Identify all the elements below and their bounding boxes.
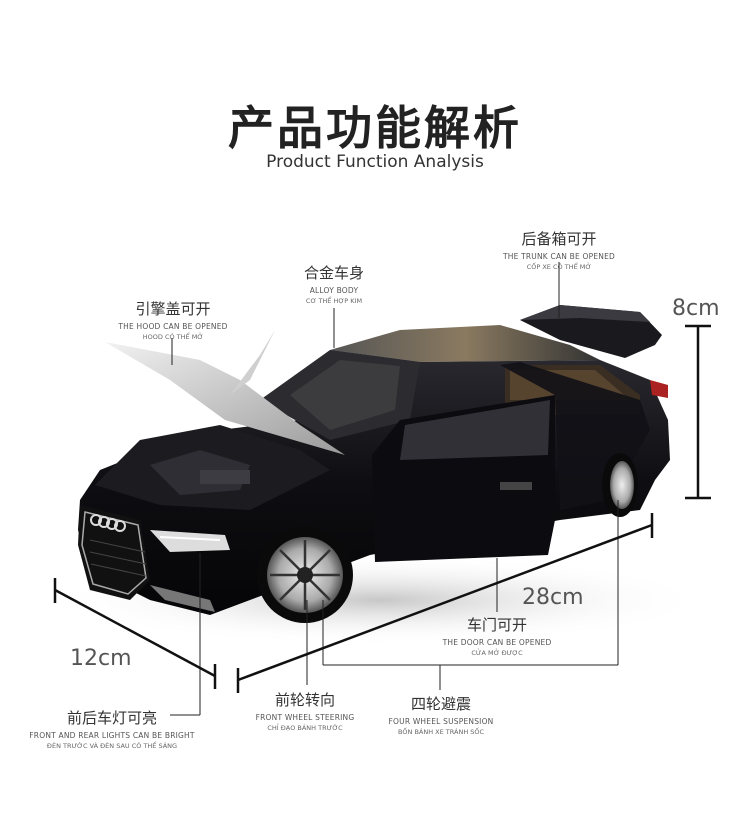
label-suspension-zh: 四轮避震 [410, 695, 471, 713]
label-hood-zh: 引擎盖可开 [135, 300, 211, 318]
label-suspension-vi: BỐN BÁNH XE TRÁNH SỐC [397, 728, 485, 736]
dimension-height: 8cm [672, 296, 720, 321]
label-body-zh: 合金车身 [303, 264, 364, 282]
label-door-vi: CỬA MỞ ĐƯỢC [471, 649, 523, 657]
label-trunk-en: THE TRUNK CAN BE OPENED [502, 252, 616, 261]
page-subtitle: Product Function Analysis [266, 152, 484, 172]
label-trunk: 后备箱可开 THE TRUNK CAN BE OPENED CỐP XE CÓ … [484, 228, 634, 271]
dimension-width: 12cm [70, 646, 132, 671]
label-body-en: ALLOY BODY [309, 286, 359, 295]
label-door-en: THE DOOR CAN BE OPENED [442, 638, 552, 647]
label-steering-vi: CHỈ ĐẠO BÁNH TRƯỚC [267, 724, 343, 732]
label-trunk-zh: 后备箱可开 [521, 230, 597, 248]
label-suspension-en: FOUR WHEEL SUSPENSION [388, 717, 494, 726]
label-lights: 前后车灯可亮 FRONT AND REAR LIGHTS CAN BE BRIG… [22, 707, 202, 750]
label-hood-vi: HOOD CÓ THỂ MỞ [142, 333, 204, 341]
label-lights-zh: 前后车灯可亮 [66, 709, 157, 727]
label-door: 车门可开 THE DOOR CAN BE OPENED CỬA MỞ ĐƯỢC [422, 614, 572, 657]
label-suspension: 四轮避震 FOUR WHEEL SUSPENSION BỐN BÁNH XE T… [375, 693, 507, 736]
label-hood-en: THE HOOD CAN BE OPENED [118, 322, 228, 331]
label-steering: 前轮转向 FRONT WHEEL STEERING CHỈ ĐẠO BÁNH T… [245, 689, 365, 732]
label-body-vi: CƠ THỂ HỢP KIM [305, 297, 363, 305]
label-steering-en: FRONT WHEEL STEERING [255, 713, 355, 722]
label-body: 合金车身 ALLOY BODY CƠ THỂ HỢP KIM [274, 262, 394, 305]
label-hood: 引擎盖可开 THE HOOD CAN BE OPENED HOOD CÓ THỂ… [98, 298, 248, 341]
label-trunk-vi: CỐP XE CÓ THỂ MỞ [526, 263, 592, 271]
label-lights-vi: ĐÈN TRƯỚC VÀ ĐÈN SAU CÓ THỂ SÁNG [46, 742, 178, 750]
dimension-length: 28cm [522, 585, 584, 610]
page-title: 产品功能解析 [228, 101, 522, 155]
label-steering-zh: 前轮转向 [274, 691, 335, 709]
label-lights-en: FRONT AND REAR LIGHTS CAN BE BRIGHT [29, 731, 195, 740]
label-door-zh: 车门可开 [466, 616, 527, 634]
